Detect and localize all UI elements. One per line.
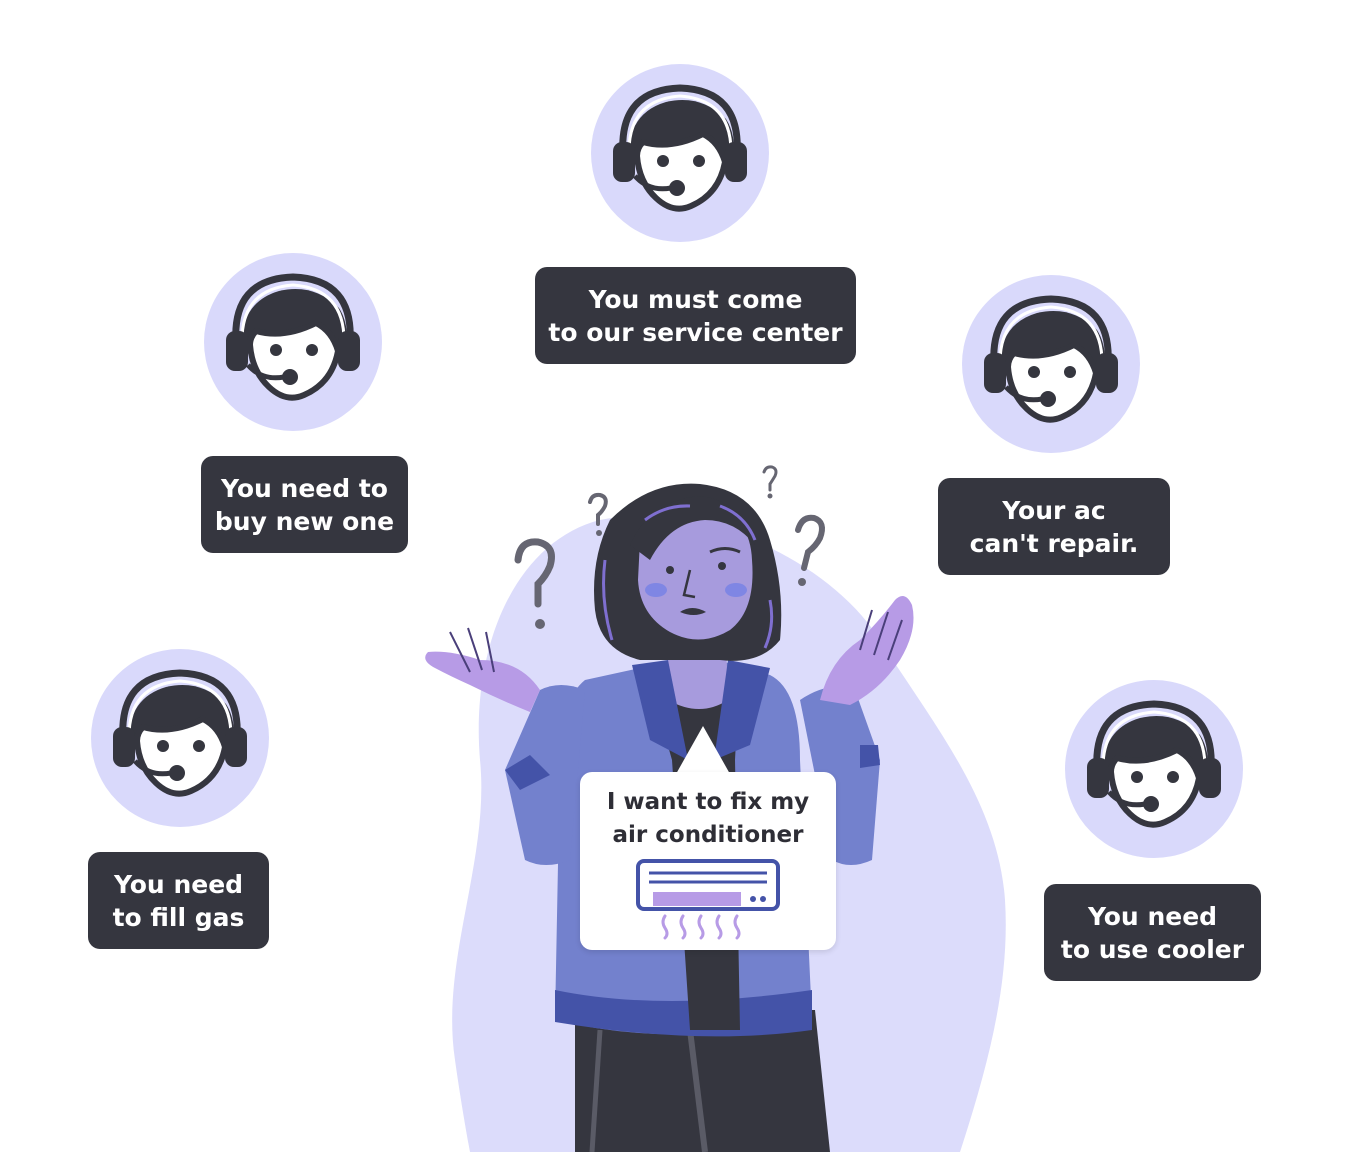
agent-avatar-upper-right bbox=[962, 275, 1140, 453]
headset-agent-icon bbox=[91, 649, 269, 827]
agent-avatar-lower-left bbox=[91, 649, 269, 827]
agent-bubble-upper-right: Your ac can't repair. bbox=[938, 478, 1170, 575]
bubble-line: You need bbox=[1087, 901, 1218, 931]
speech-line: air conditioner bbox=[612, 822, 804, 848]
air-conditioner-icon bbox=[636, 859, 780, 940]
bubble-line: buy new one bbox=[214, 506, 395, 536]
headset-agent-icon bbox=[962, 275, 1140, 453]
agent-avatar-upper-left bbox=[204, 253, 382, 431]
question-mark-icon bbox=[514, 465, 825, 629]
agent-bubble-lower-left: You need to fill gas bbox=[88, 852, 269, 949]
agent-bubble-upper-left: You need to buy new one bbox=[201, 456, 408, 553]
agent-avatar-lower-right bbox=[1065, 680, 1243, 858]
bubble-line: You must come bbox=[588, 284, 803, 314]
agent-bubble-top: You must come to our service center bbox=[535, 267, 856, 364]
headset-agent-icon bbox=[591, 64, 769, 242]
agent-bubble-lower-right: You need to use cooler bbox=[1044, 884, 1261, 981]
heat-wave-icon bbox=[661, 914, 741, 940]
headset-agent-icon bbox=[1065, 680, 1243, 858]
bubble-line: You need bbox=[113, 869, 244, 899]
bubble-line: to our service center bbox=[548, 317, 843, 347]
bubble-line: Your ac bbox=[1002, 495, 1106, 525]
speech-line: I want to fix my bbox=[606, 789, 810, 815]
bubble-line: to fill gas bbox=[112, 902, 245, 932]
bubble-line: You need to bbox=[221, 473, 388, 503]
headset-agent-icon bbox=[204, 253, 382, 431]
bubble-line: can't repair. bbox=[969, 528, 1139, 558]
bubble-line: to use cooler bbox=[1060, 934, 1245, 964]
agent-avatar-top bbox=[591, 64, 769, 242]
customer-speech-bubble: I want to fix my air conditioner bbox=[580, 772, 836, 950]
speech-bubble-tail bbox=[676, 726, 730, 774]
